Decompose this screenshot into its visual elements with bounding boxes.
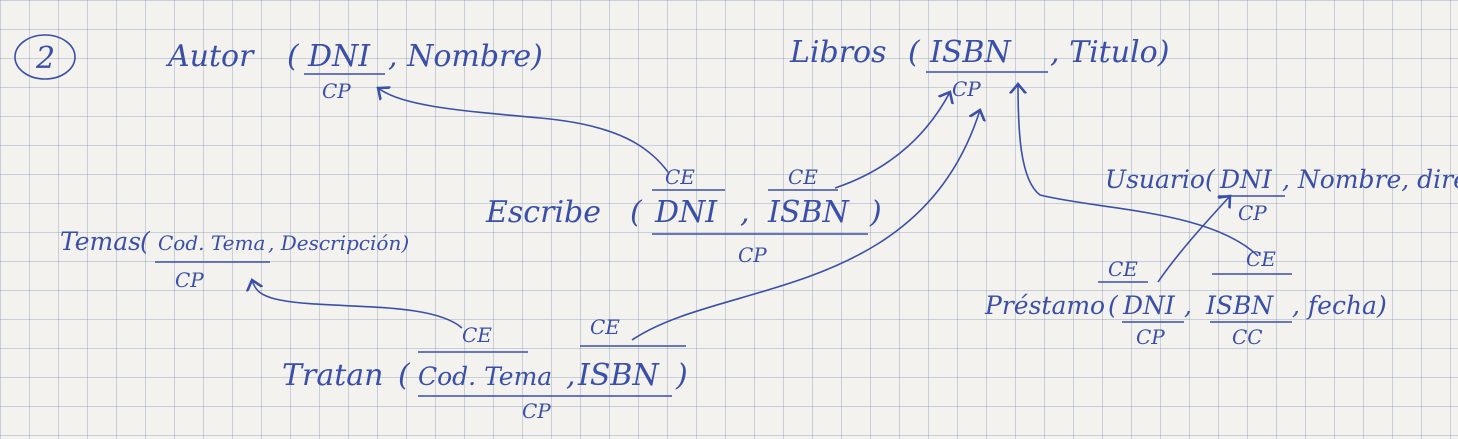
ck1-label: CP <box>1136 325 1165 349</box>
foreign-key-attr-2: ISBN <box>1205 291 1274 320</box>
arrow-tratan-codtema-to-temas <box>252 280 463 329</box>
arrow-escribe-isbn-to-libros <box>834 92 950 189</box>
pk-label: CP <box>738 243 767 267</box>
fk2-label: CE <box>590 315 620 339</box>
relation-name: Escribe <box>485 195 601 230</box>
foreign-key-attr-1: DNI <box>1122 291 1176 320</box>
foreign-key-attr-1: Cod. Tema <box>418 362 552 391</box>
paren-open: ( <box>398 358 411 393</box>
relation-autor: Autor ( DNI , Nombre) CP <box>165 39 543 103</box>
relation-name: Préstamo <box>984 291 1105 320</box>
foreign-key-attr-1: DNI <box>654 195 718 230</box>
pk-label: CP <box>175 268 204 292</box>
step-number-badge: 2 <box>14 34 76 80</box>
primary-key-attr: DNI <box>1219 165 1273 194</box>
relation-name: Libros <box>789 35 887 70</box>
paren-open: ( <box>1108 291 1119 320</box>
attributes-rest: , Nombre) <box>388 39 543 74</box>
fk2-label: CE <box>788 165 818 189</box>
paren-open: ( <box>140 227 151 256</box>
pk-label: CP <box>1238 201 1267 225</box>
relation-name: Usuario <box>1105 165 1205 194</box>
paren-open: ( <box>1205 165 1216 194</box>
pk-label: CP <box>322 79 351 103</box>
attributes-rest: , Descripción) <box>268 231 409 255</box>
attributes-rest: , Nombre, direc <box>1282 165 1458 194</box>
fk1-label: CE <box>1108 257 1138 281</box>
paren-open: ( <box>630 195 643 230</box>
pk-label: CP <box>522 399 551 423</box>
arrow-tratan-isbn-to-libros <box>631 110 980 341</box>
fk1-label: CE <box>665 165 695 189</box>
paren-open: ( <box>908 35 921 70</box>
ck2-label: CC <box>1232 325 1263 349</box>
attributes-rest: , Titulo) <box>1050 35 1169 70</box>
attributes-rest: , fecha) <box>1292 291 1387 320</box>
relation-prestamo: Préstamo ( DNI , ISBN , fecha) CE CE CP … <box>984 247 1387 349</box>
arrow-escribe-dni-to-autor <box>378 88 669 173</box>
relation-temas: Temas ( Cod. Tema , Descripción) CP <box>60 227 409 292</box>
fk1-label: CE <box>462 323 492 347</box>
separator: , <box>566 358 576 393</box>
primary-key-attr: DNI <box>307 39 371 74</box>
step-circle <box>14 34 76 80</box>
arrow-prestamo-isbn-to-libros <box>1018 84 1259 257</box>
paren-close: ) <box>675 358 688 393</box>
paren-close: ) <box>869 195 882 230</box>
relation-name: Autor <box>165 39 255 74</box>
reference-arrows <box>252 84 1259 341</box>
pk-label: CP <box>952 77 981 101</box>
step-number: 2 <box>35 41 55 76</box>
relation-usuario: Usuario ( DNI , Nombre, direc CP <box>1105 165 1458 225</box>
foreign-key-attr-2: ISBN <box>767 195 850 230</box>
arrow-prestamo-dni-to-usuario <box>1157 196 1230 283</box>
separator: , <box>740 195 750 230</box>
paren-open: ( <box>287 39 300 74</box>
primary-key-attr: ISBN <box>929 35 1012 70</box>
foreign-key-attr-2: ISBN <box>577 358 660 393</box>
relation-tratan: Tratan ( Cod. Tema , ISBN ) CE CE CP <box>282 315 688 423</box>
relation-libros: Libros ( ISBN , Titulo) CP <box>789 35 1169 101</box>
relation-name: Temas <box>60 227 141 256</box>
relation-name: Tratan <box>282 358 384 393</box>
primary-key-attr: Cod. Tema <box>158 231 265 255</box>
relation-escribe: Escribe ( DNI , ISBN ) CE CE CP <box>485 165 882 267</box>
separator: , <box>1184 291 1192 320</box>
